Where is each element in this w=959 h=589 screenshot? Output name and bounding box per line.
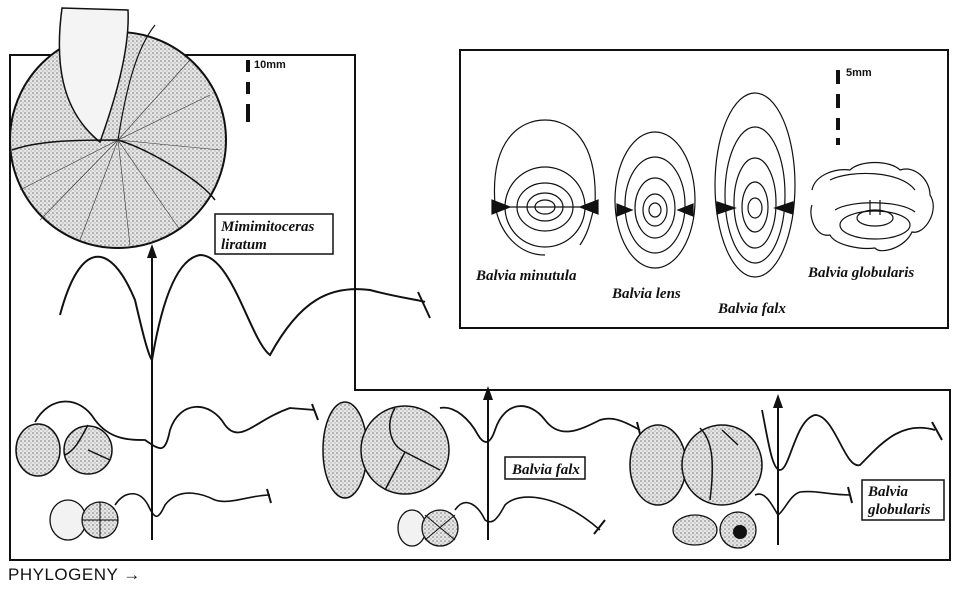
arrow-head-1 [147, 244, 157, 258]
label-mimimitoceras-line1: Mimimitoceras [220, 219, 314, 235]
suture-balvia-globularis [811, 163, 933, 251]
suture-line-3b [755, 492, 850, 515]
phylogeny-text: PHYLOGENY [8, 565, 118, 584]
scale-bar-10mm: 10mm [246, 59, 286, 122]
ammonite-mimimitoceras [10, 8, 226, 248]
phylogeny-arrow-icon: → [123, 565, 141, 584]
scale-label-10mm: 10mm [254, 59, 286, 71]
suture-balvia-falx [715, 93, 795, 277]
suture-line-mimimitoceras [60, 255, 425, 360]
suture-balvia-lens [615, 132, 695, 268]
label-balvia-globularis-line1: Balvia [867, 484, 908, 500]
ammonites-group-2 [323, 402, 458, 546]
label-balvia-lens: Balvia lens [611, 286, 681, 302]
scale-label-5mm: 5mm [846, 67, 872, 79]
label-mimimitoceras-line2: liratum [221, 237, 267, 253]
label-balvia-globularis: Balvia globularis [862, 480, 944, 520]
suture-end-tick [418, 292, 430, 318]
suture-line-3a [762, 410, 935, 470]
suture-balvia-minutula [492, 120, 598, 255]
suture-line-2b [455, 497, 600, 530]
ammonites-group-1 [16, 424, 118, 540]
label-balvia-falx-text: Balvia falx [511, 462, 580, 478]
ammonites-group-3 [630, 425, 762, 548]
suture-line-1b [115, 493, 270, 516]
suture-line-2a [440, 406, 640, 442]
label-balvia-minutula: Balvia minutula [475, 268, 577, 284]
suture-end-tick [267, 489, 271, 503]
scale-bar-5mm: 5mm [836, 67, 872, 145]
arrow-head-2 [483, 386, 493, 400]
arrow-head-3 [773, 394, 783, 408]
label-mimimitoceras: Mimimitoceras liratum [215, 214, 333, 254]
suture-end-tick [932, 422, 942, 440]
label-balvia-globularis-line2: globularis [867, 502, 931, 518]
phylogeny-axis-label: PHYLOGENY → [8, 565, 141, 585]
inset-frame [460, 50, 948, 328]
label-balvia-globularis-inset: Balvia globularis [807, 265, 914, 281]
label-balvia-falx: Balvia falx [505, 457, 585, 479]
label-balvia-falx-inset: Balvia falx [717, 301, 786, 317]
suture-end-tick [312, 404, 318, 420]
